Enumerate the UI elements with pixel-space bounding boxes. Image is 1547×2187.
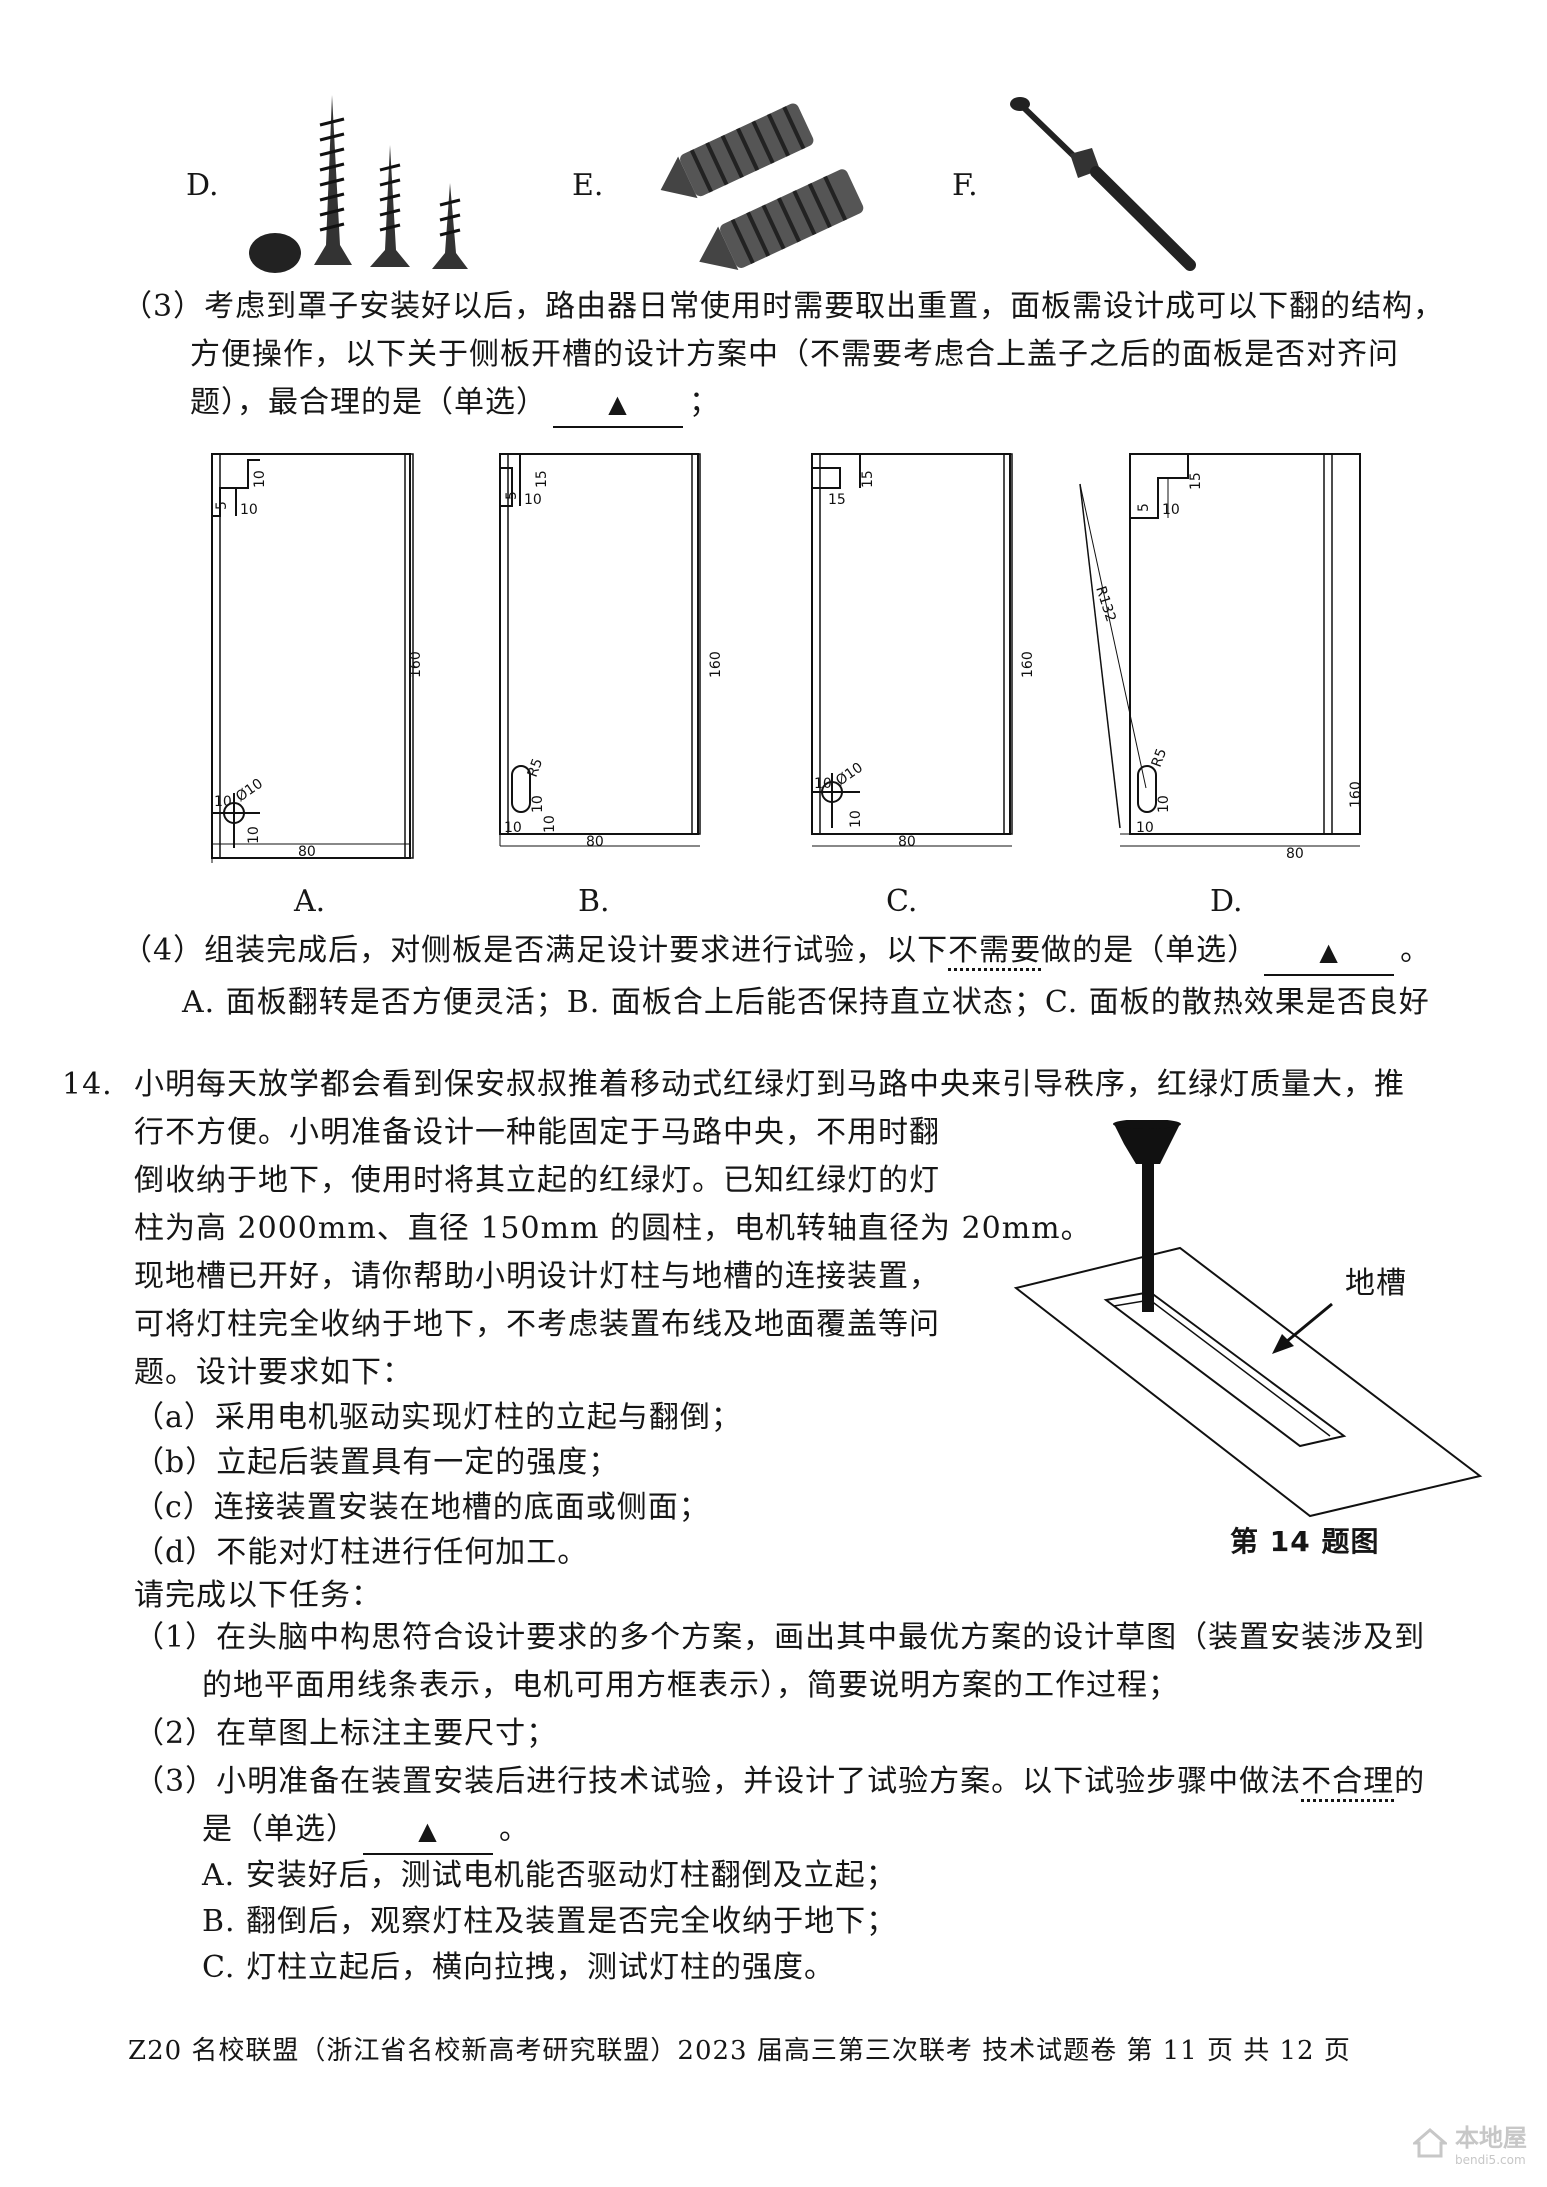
q14-line5: 现地槽已开好，请你帮助小明设计灯柱与地槽的连接装置， [134,1259,940,1294]
svg-text:160: 160 [708,651,724,678]
watermark-url: bendi5.com [1455,2153,1526,2167]
svg-text:80: 80 [898,834,916,850]
rivet-image [1010,97,1196,271]
svg-text:10: 10 [504,820,522,836]
svg-text:Ø10: Ø10 [833,760,866,790]
triangle-icon: ▲ [1319,938,1339,966]
svg-text:10: 10 [1162,502,1180,518]
q14-task2: （2）在草图上标注主要尺寸； [134,1716,558,1751]
q14-req-b: （b）立起后装置具有一定的强度； [134,1445,620,1480]
answer-blank[interactable]: ▲ [1264,929,1395,976]
figure-caption: 第 14 题图 [1230,1525,1380,1558]
svg-text:10: 10 [246,826,262,844]
q14-task3-line1: （3）小明准备在装置安装后进行技术试验，并设计了试验方案。以下试验步骤中做法不合… [134,1764,1426,1799]
svg-text:R5: R5 [1149,746,1170,769]
q13-3-line2: 方便操作，以下关于侧板开槽的设计方案中（不需要考虑合上盖子之后的面板是否对齐问 [190,337,1399,372]
svg-text:160: 160 [408,651,424,678]
panel-c-label: C. [886,884,918,919]
triangle-icon: ▲ [418,1817,438,1845]
svg-text:10: 10 [1156,795,1172,813]
panel-a-drawing [211,453,414,863]
svg-text:5: 5 [504,491,520,500]
page-footer: Z20 名校联盟（浙江省名校新高考研究联盟）2023 届高三第三次联考 技术试题… [128,2036,1351,2066]
q14-line6: 可将灯柱完全收纳于地下，不考虑装置布线及地面覆盖等问 [134,1307,940,1342]
svg-text:5: 5 [1136,503,1152,512]
svg-text:10: 10 [214,794,232,810]
svg-text:5: 5 [214,501,230,510]
watermark: 本地屋 bendi5.com [1413,2118,1527,2167]
q14-task1-line1: （1）在头脑中构思符合设计要求的多个方案，画出其中最优方案的设计草图（装置安装涉… [134,1620,1426,1655]
house-logo-icon [1413,2127,1447,2157]
svg-text:15: 15 [828,492,846,508]
q14-line1: 小明每天放学都会看到保安叔叔推着移动式红绿灯到马路中央来引导秩序，红绿灯质量大，… [134,1067,1405,1102]
svg-text:80: 80 [298,844,316,860]
panel-a-label: A. [294,884,326,919]
q13-3-line1: （3）考虑到罩子安装好以后，路由器日常使用时需要取出重置，面板需设计成可以下翻的… [122,289,1445,324]
panel-drawings: 5 10 10 160 10 Ø10 10 80 5 10 15 160 R5 … [211,453,1364,863]
svg-text:10: 10 [542,815,558,833]
triangle-icon: ▲ [608,390,628,418]
svg-text:10: 10 [1136,820,1154,836]
q14-task1-line2: 的地平面用线条表示，电机可用方框表示），简要说明方案的工作过程； [202,1668,1179,1703]
q13-3-line3: 题），最合理的是（单选）▲； [190,381,720,428]
svg-text:10: 10 [530,795,546,813]
q14-number: 14. [62,1067,113,1102]
option-e-label: E. [572,168,604,203]
panel-d-drawing [1079,453,1361,847]
svg-text:Ø10: Ø10 [233,776,266,806]
option-d-label: D. [186,168,219,203]
q13-4-line: （4）组装完成后，对侧板是否满足设计要求进行试验，以下不需要做的是（单选）▲。 [122,929,1431,976]
panel-b-label: B. [578,884,610,919]
q14-req-c: （c）连接装置安装在地槽的底面或侧面； [134,1490,710,1525]
svg-text:10: 10 [240,502,258,518]
panel-c-drawing [811,453,1013,847]
svg-text:10: 10 [524,492,542,508]
svg-text:R5: R5 [525,756,546,779]
q14-task3-line2: 是（单选）▲。 [202,1808,530,1855]
q14-figure [1013,1120,1483,1518]
svg-text:80: 80 [586,834,604,850]
q14-line4: 柱为高 2000mm、直径 150mm 的圆柱，电机转轴直径为 20mm。 [134,1211,1092,1246]
svg-text:10: 10 [252,470,268,488]
svg-text:10: 10 [814,776,832,792]
q14-line2: 行不方便。小明准备设计一种能固定于马路中央，不用时翻 [134,1115,940,1150]
q14-tasks: 请完成以下任务： [134,1578,382,1613]
svg-text:15: 15 [860,470,876,488]
answer-blank[interactable]: ▲ [363,1808,493,1855]
svg-text:15: 15 [1188,472,1204,490]
svg-text:160: 160 [1348,781,1364,808]
q14-line3: 倒收纳于地下，使用时将其立起的红绿灯。已知红绿灯的灯 [134,1163,940,1198]
q14-req-a: （a）采用电机驱动实现灯柱的立起与翻倒； [134,1400,742,1435]
q14-option-a: A. 安装好后，测试电机能否驱动灯柱翻倒及立起； [202,1858,897,1893]
screws-image [249,95,468,273]
panel-d-label: D. [1210,884,1243,919]
option-f-label: F. [952,168,978,203]
watermark-text: 本地屋 [1455,2124,1527,2152]
svg-text:80: 80 [1286,846,1304,862]
q14-line7: 题。设计要求如下： [134,1355,413,1390]
answer-blank[interactable]: ▲ [553,381,683,428]
panel-b-drawing [499,453,701,847]
q13-4-options: A. 面板翻转是否方便灵活；B. 面板合上后能否保持直立状态；C. 面板的散热效… [182,985,1430,1020]
svg-text:160: 160 [1020,651,1036,678]
q14-option-c: C. 灯柱立起后，横向拉拽，测试灯柱的强度。 [202,1950,835,1985]
svg-text:15: 15 [534,470,550,488]
svg-text:10: 10 [848,810,864,828]
figure-label-slot: 地槽 [1345,1266,1407,1301]
q14-option-b: B. 翻倒后，观察灯柱及装置是否完全收纳于地下； [202,1904,898,1939]
set-screws-image [660,103,864,270]
q14-req-d: （d）不能对灯柱进行任何加工。 [134,1535,589,1570]
